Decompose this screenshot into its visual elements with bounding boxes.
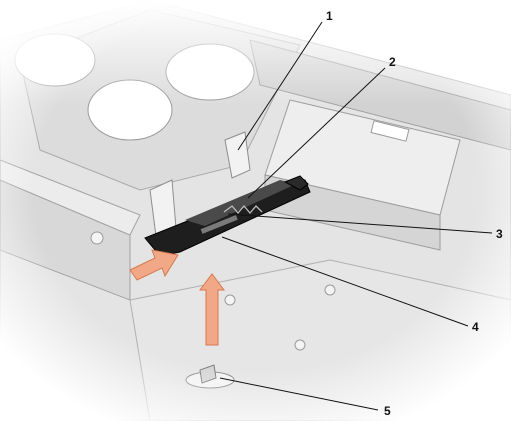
callout-2: 2 — [389, 55, 396, 69]
leader-3 — [227, 213, 493, 234]
leader-1 — [237, 21, 323, 151]
leader-2 — [247, 67, 386, 199]
leader-5 — [219, 377, 379, 411]
callout-3: 3 — [496, 227, 503, 241]
callout-labels: 1 2 3 4 5 — [326, 9, 503, 418]
callout-5: 5 — [384, 404, 391, 418]
callout-1: 1 — [326, 9, 333, 23]
callout-leaders — [219, 21, 493, 411]
leader-4 — [221, 236, 469, 327]
callout-4: 4 — [472, 320, 479, 334]
